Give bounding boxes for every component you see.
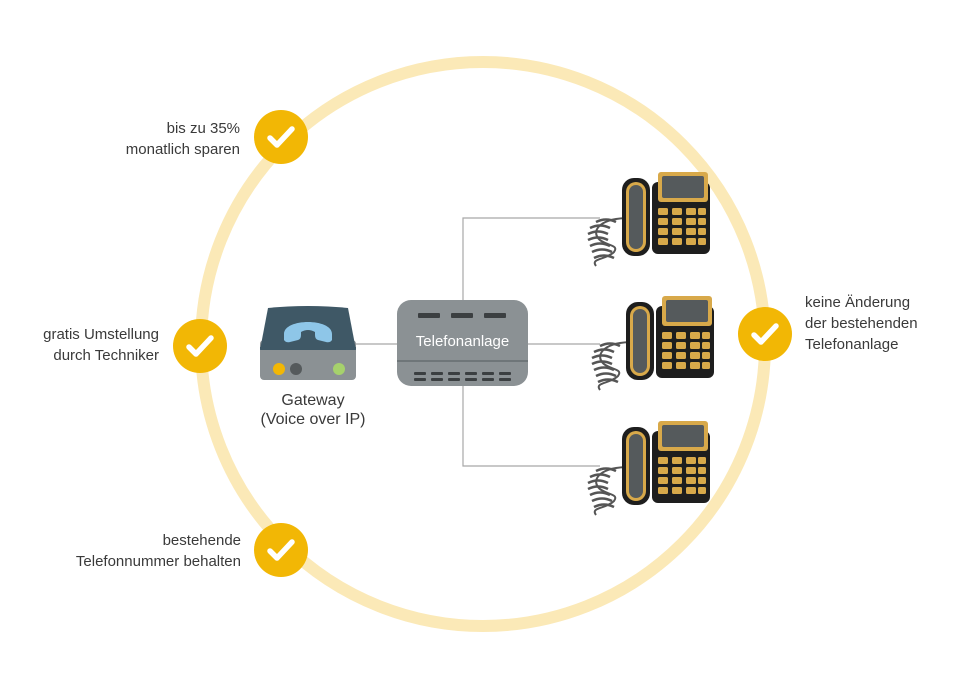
check-icon [738, 307, 792, 361]
handset-icon [284, 322, 332, 343]
benefit-savings-label: bis zu 35% monatlich sparen [60, 118, 240, 160]
gateway-label-line1: Gateway [281, 392, 345, 409]
benefit-technician-line2: durch Techniker [53, 347, 159, 364]
desk-phone-icon [586, 419, 712, 517]
pbx-label-text: Telefonanlage [415, 333, 510, 350]
benefit-no-change-line1: keine Änderung [805, 294, 911, 311]
gateway-label: Gateway (Voice over IP) [238, 391, 388, 429]
benefit-keep-number-label: bestehende Telefonnummer behalten [20, 530, 241, 572]
check-icon [254, 523, 308, 577]
benefit-savings-line2: monatlich sparen [125, 141, 240, 158]
benefit-keep-number-line2: Telefonnummer behalten [75, 553, 241, 570]
benefit-keep-number-line1: bestehende [162, 532, 241, 549]
gateway-label-line2: (Voice over IP) [260, 411, 366, 428]
benefit-no-change-label: keine Änderung der bestehenden Telefonan… [805, 292, 955, 355]
pbx-device [397, 300, 528, 386]
pbx-label: Telefonanlage [397, 333, 528, 351]
desk-phone-icon [586, 170, 712, 268]
check-icon [173, 319, 227, 373]
connection-lines [356, 217, 600, 467]
desk-phone-icon [590, 294, 716, 392]
benefit-no-change-line3: Telefonanlage [805, 336, 899, 353]
benefit-savings-line1: bis zu 35% [166, 120, 240, 137]
benefit-no-change-line2: der bestehenden [805, 315, 918, 332]
benefit-technician-label: gratis Umstellung durch Techniker [0, 324, 159, 366]
gateway-device [260, 306, 356, 380]
check-icon [254, 110, 308, 164]
benefit-technician-line1: gratis Umstellung [43, 326, 159, 343]
